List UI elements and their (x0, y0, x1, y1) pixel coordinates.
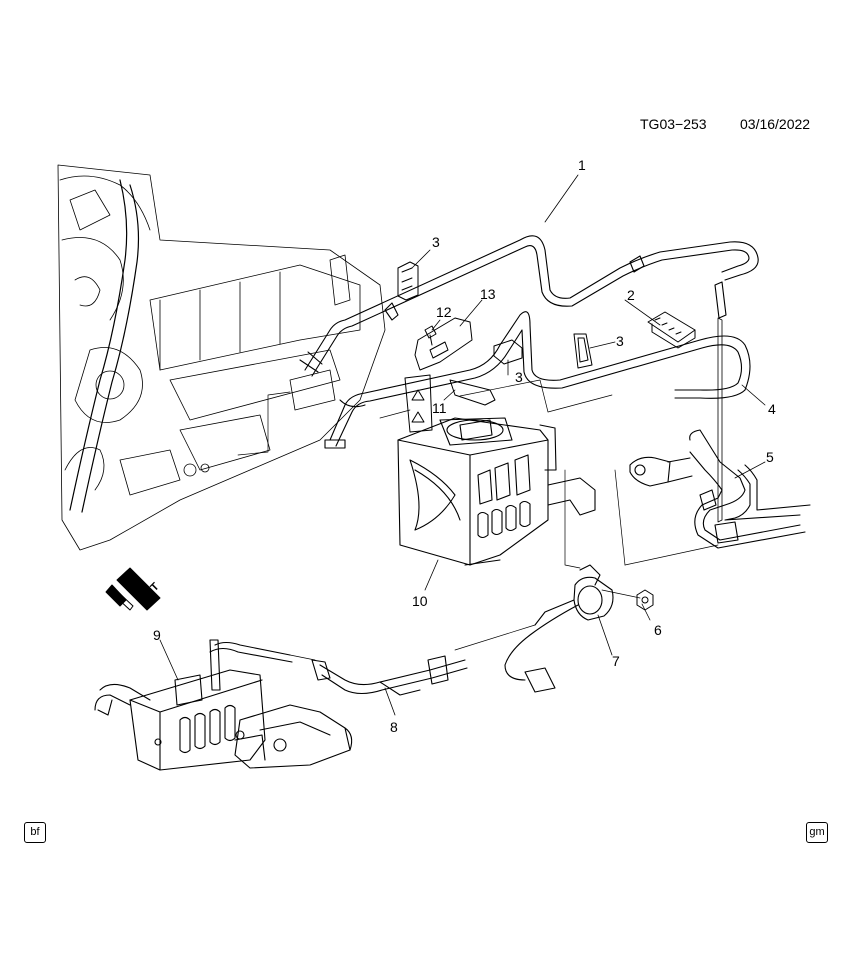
pipe-clip-3b (573, 333, 593, 369)
callout-13: 13 (480, 286, 496, 302)
callout-3b: 3 (616, 333, 624, 349)
callout-3a: 3 (432, 234, 440, 250)
pipe-clip-3c (493, 339, 523, 365)
callout-4: 4 (768, 401, 776, 417)
callout-1: 1 (578, 157, 586, 173)
callout-leaders (159, 174, 766, 716)
bolt-12 (424, 325, 437, 346)
footer-tag-left: bf (24, 822, 46, 843)
callout-3c: 3 (515, 369, 523, 385)
pipe-clip-3a (397, 261, 419, 301)
bracket-13 (414, 317, 473, 371)
gm-logo: gm (806, 822, 828, 843)
leader-lines (237, 379, 719, 661)
callout-5: 5 (766, 449, 774, 465)
frt-label-wrap: FRT (138, 580, 162, 604)
canister-10 (397, 417, 596, 566)
canister-assembly-9 (94, 639, 353, 771)
callout-11: 11 (432, 400, 447, 416)
vent-valve-7 (504, 564, 614, 693)
front-direction-arrow (105, 567, 161, 611)
callout-6: 6 (654, 622, 662, 638)
diagram-id: TG03−253 (640, 116, 707, 132)
callout-10: 10 (412, 593, 428, 609)
fitting-11 (404, 374, 496, 433)
fuel-line-bundle (629, 429, 811, 549)
callout-8: 8 (390, 719, 398, 735)
callout-12: 12 (436, 304, 452, 320)
pipe-clip-2 (647, 311, 696, 349)
callout-9: 9 (153, 627, 161, 643)
fuel-feed-pipe (299, 235, 759, 523)
callout-2: 2 (627, 287, 635, 303)
transmission-assembly (57, 164, 386, 551)
frt-label: FRT (138, 580, 162, 604)
diagram-date: 03/16/2022 (740, 116, 811, 132)
vapor-pipe-8 (311, 655, 468, 696)
vapor-pipe (324, 311, 751, 449)
nut-6 (636, 589, 654, 611)
callout-7: 7 (612, 653, 620, 669)
